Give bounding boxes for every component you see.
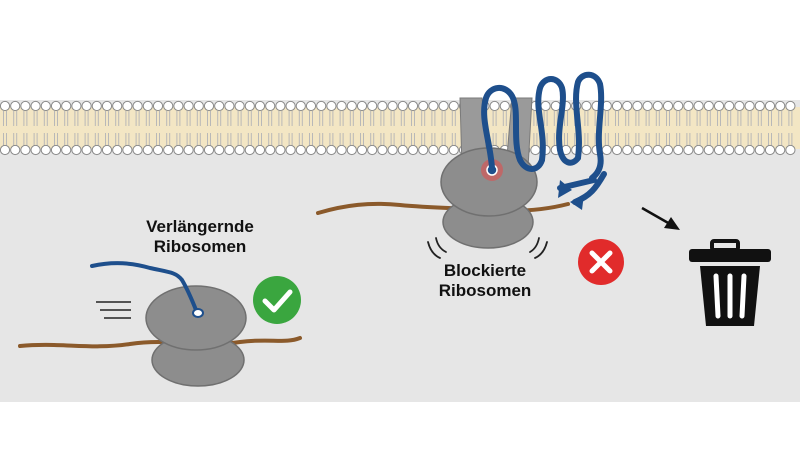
label-blocked-line-1: Blockierte — [443, 261, 527, 280]
elongating-ribosome — [18, 261, 302, 387]
membrane-protein — [481, 71, 607, 205]
exit-tunnel-elongating — [192, 308, 204, 318]
label-elongating-ribosomes: Verlängernde Ribosomen — [130, 217, 270, 257]
large-subunit — [145, 285, 247, 351]
folding-arrows — [558, 180, 584, 210]
label-blocked-ribosomes: Blockierte Ribosomen — [415, 261, 555, 301]
lipid-tails — [3, 111, 793, 146]
motion-lines — [96, 301, 131, 319]
vibration-marks — [427, 237, 548, 259]
arrow-icon — [641, 206, 680, 230]
label-elongating-line-2: Ribosomen — [153, 237, 247, 256]
outer-background — [0, 0, 800, 100]
nascent-chain-elongating — [90, 261, 198, 312]
x-circle-icon — [578, 239, 624, 285]
check-circle-icon — [253, 276, 301, 324]
label-elongating-line-1: Verlängernde — [146, 217, 254, 236]
label-blocked-line-2: Ribosomen — [438, 281, 532, 300]
trash-can-icon — [689, 239, 771, 326]
membrane-bilayer — [0, 100, 800, 156]
